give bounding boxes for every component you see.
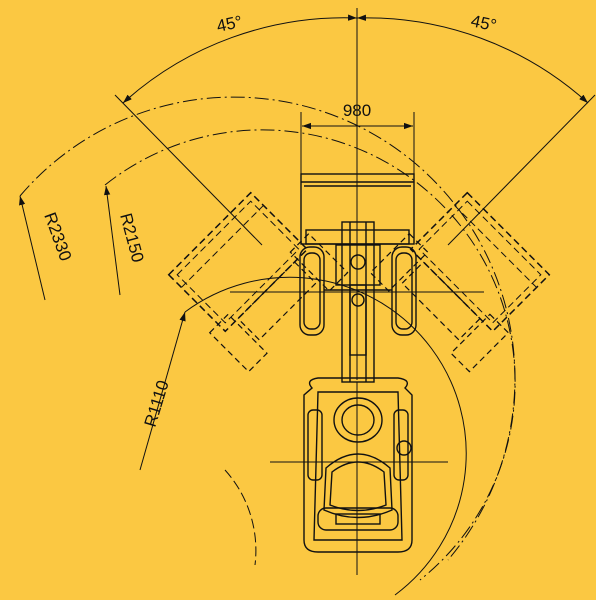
front-wheels (299, 246, 417, 336)
right-angle-line (447, 94, 596, 246)
loader-machine (230, 173, 484, 575)
radius-leaders (19, 185, 186, 471)
outer-radius-arc (19, 96, 516, 561)
rear-chassis (303, 377, 413, 553)
loader-arms (335, 221, 381, 383)
left-angle-line (114, 94, 263, 246)
bucket-width-label: 980 (343, 101, 371, 120)
center-crosshair (230, 291, 484, 575)
inner-radius-arc-left (224, 469, 257, 566)
width-dimension (300, 112, 415, 175)
angle-right-label: 45° (469, 11, 498, 35)
inner-radius-arc (184, 276, 467, 596)
bucket-straight (300, 173, 415, 245)
angle-left-label: 45° (215, 12, 244, 36)
turning-radius-arcs (19, 96, 516, 596)
middle-radius-arc (104, 129, 516, 581)
angle-dimension (114, 8, 596, 380)
